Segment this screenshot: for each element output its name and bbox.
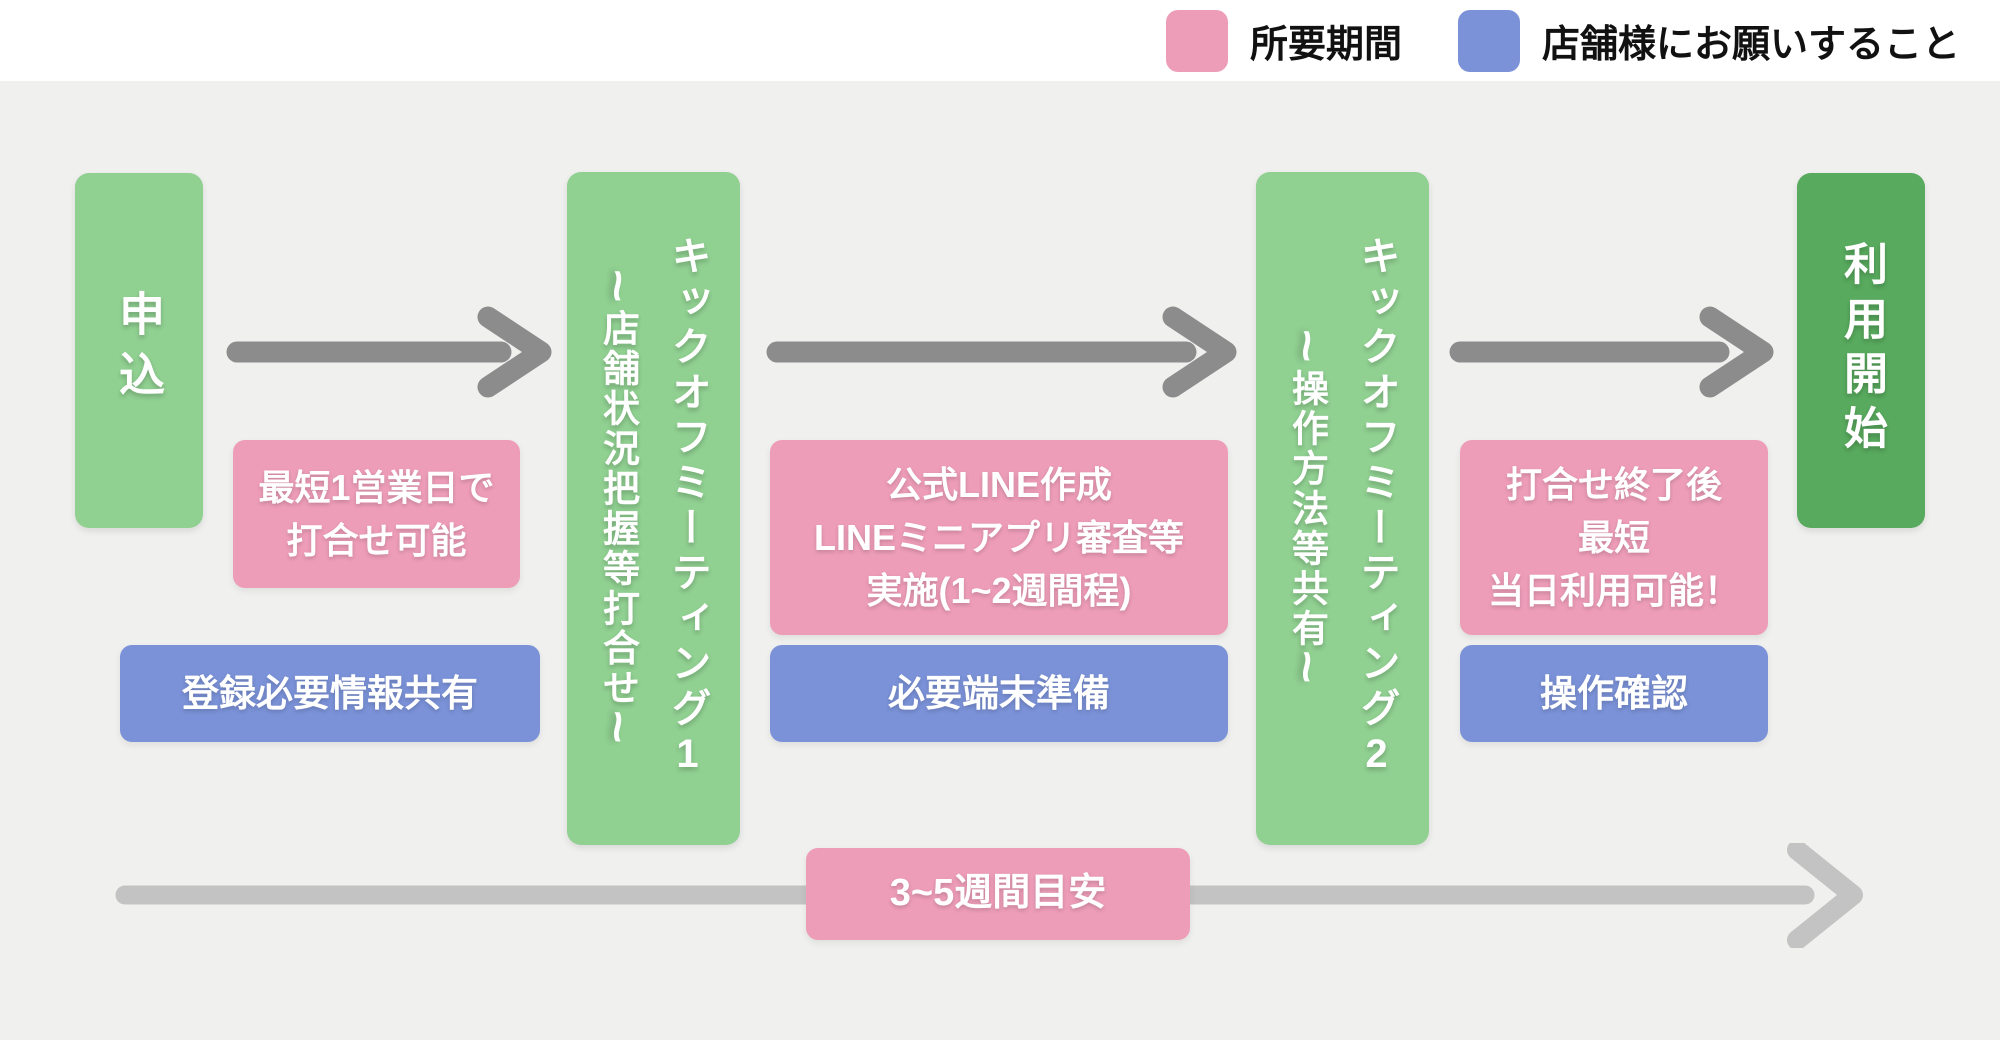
duration-legend-label: 所要期間 — [1249, 24, 1402, 66]
step-start-label: 利用開始 — [1837, 241, 1886, 460]
kickoff2-subtitle-text: 操作方法等共有 — [1286, 368, 1328, 649]
legend: 所要期間 店舗様にお願いすること — [1165, 0, 1960, 81]
legend-duration: 所要期間 — [1165, 9, 1402, 72]
legend-bar: 所要期間 店舗様にお願いすること — [0, 0, 2000, 81]
kickoff2-title: キックオフミーティング2 — [1354, 235, 1399, 782]
step-apply-label: 申込 — [113, 289, 165, 412]
kickoff2-subtitle: ~操作方法等共有~ — [1280, 172, 1334, 845]
step-arrow-2 — [766, 306, 1237, 398]
store-task-registration-info: 登録必要情報共有 — [120, 645, 540, 742]
tilde-close: ~ — [592, 710, 644, 749]
timeline-duration-note: 3~5週間目安 — [806, 848, 1190, 940]
legend-request: 店舗様にお願いすること — [1457, 9, 1960, 72]
tilde-open: ~ — [592, 268, 644, 307]
step-kickoff2-text: キックオフミーティング2 ~操作方法等共有~ — [1280, 172, 1406, 845]
duration-note-line-setup: 公式LINE作成 LINEミニアプリ審査等 実施(1~2週間程) — [770, 440, 1228, 635]
step-kickoff1-text: キックオフミーティング1 ~店舗状況把握等打合せ~ — [591, 172, 717, 845]
duration-note-same-day: 打合せ終了後 最短 当日利用可能！ — [1460, 440, 1768, 635]
step-apply-box: 申込 — [75, 173, 203, 528]
store-task-operation-check: 操作確認 — [1460, 645, 1768, 742]
step-apply-label-wrap: 申込 — [106, 173, 172, 528]
request-color-swatch — [1457, 9, 1520, 72]
tilde-open: ~ — [1281, 328, 1333, 367]
step-kickoff2-box: キックオフミーティング2 ~操作方法等共有~ — [1256, 172, 1429, 845]
step-arrow-3 — [1449, 306, 1774, 398]
step-start-box: 利用開始 — [1797, 173, 1925, 528]
step-kickoff1-box: キックオフミーティング1 ~店舗状況把握等打合せ~ — [567, 172, 740, 845]
tilde-close: ~ — [1281, 650, 1333, 689]
kickoff1-subtitle: ~店舗状況把握等打合せ~ — [591, 172, 645, 845]
duration-note-meeting1: 最短1営業日で 打合せ可能 — [233, 440, 520, 588]
duration-color-swatch — [1165, 9, 1228, 72]
kickoff1-title: キックオフミーティング1 — [665, 235, 710, 782]
step-arrow-1 — [226, 306, 552, 398]
kickoff1-subtitle-text: 店舗状況把握等打合せ — [597, 308, 639, 709]
store-task-device-prep: 必要端末準備 — [770, 645, 1228, 742]
step-start-label-wrap: 利用開始 — [1829, 173, 1893, 528]
request-legend-label: 店舗様にお願いすること — [1541, 24, 1960, 66]
